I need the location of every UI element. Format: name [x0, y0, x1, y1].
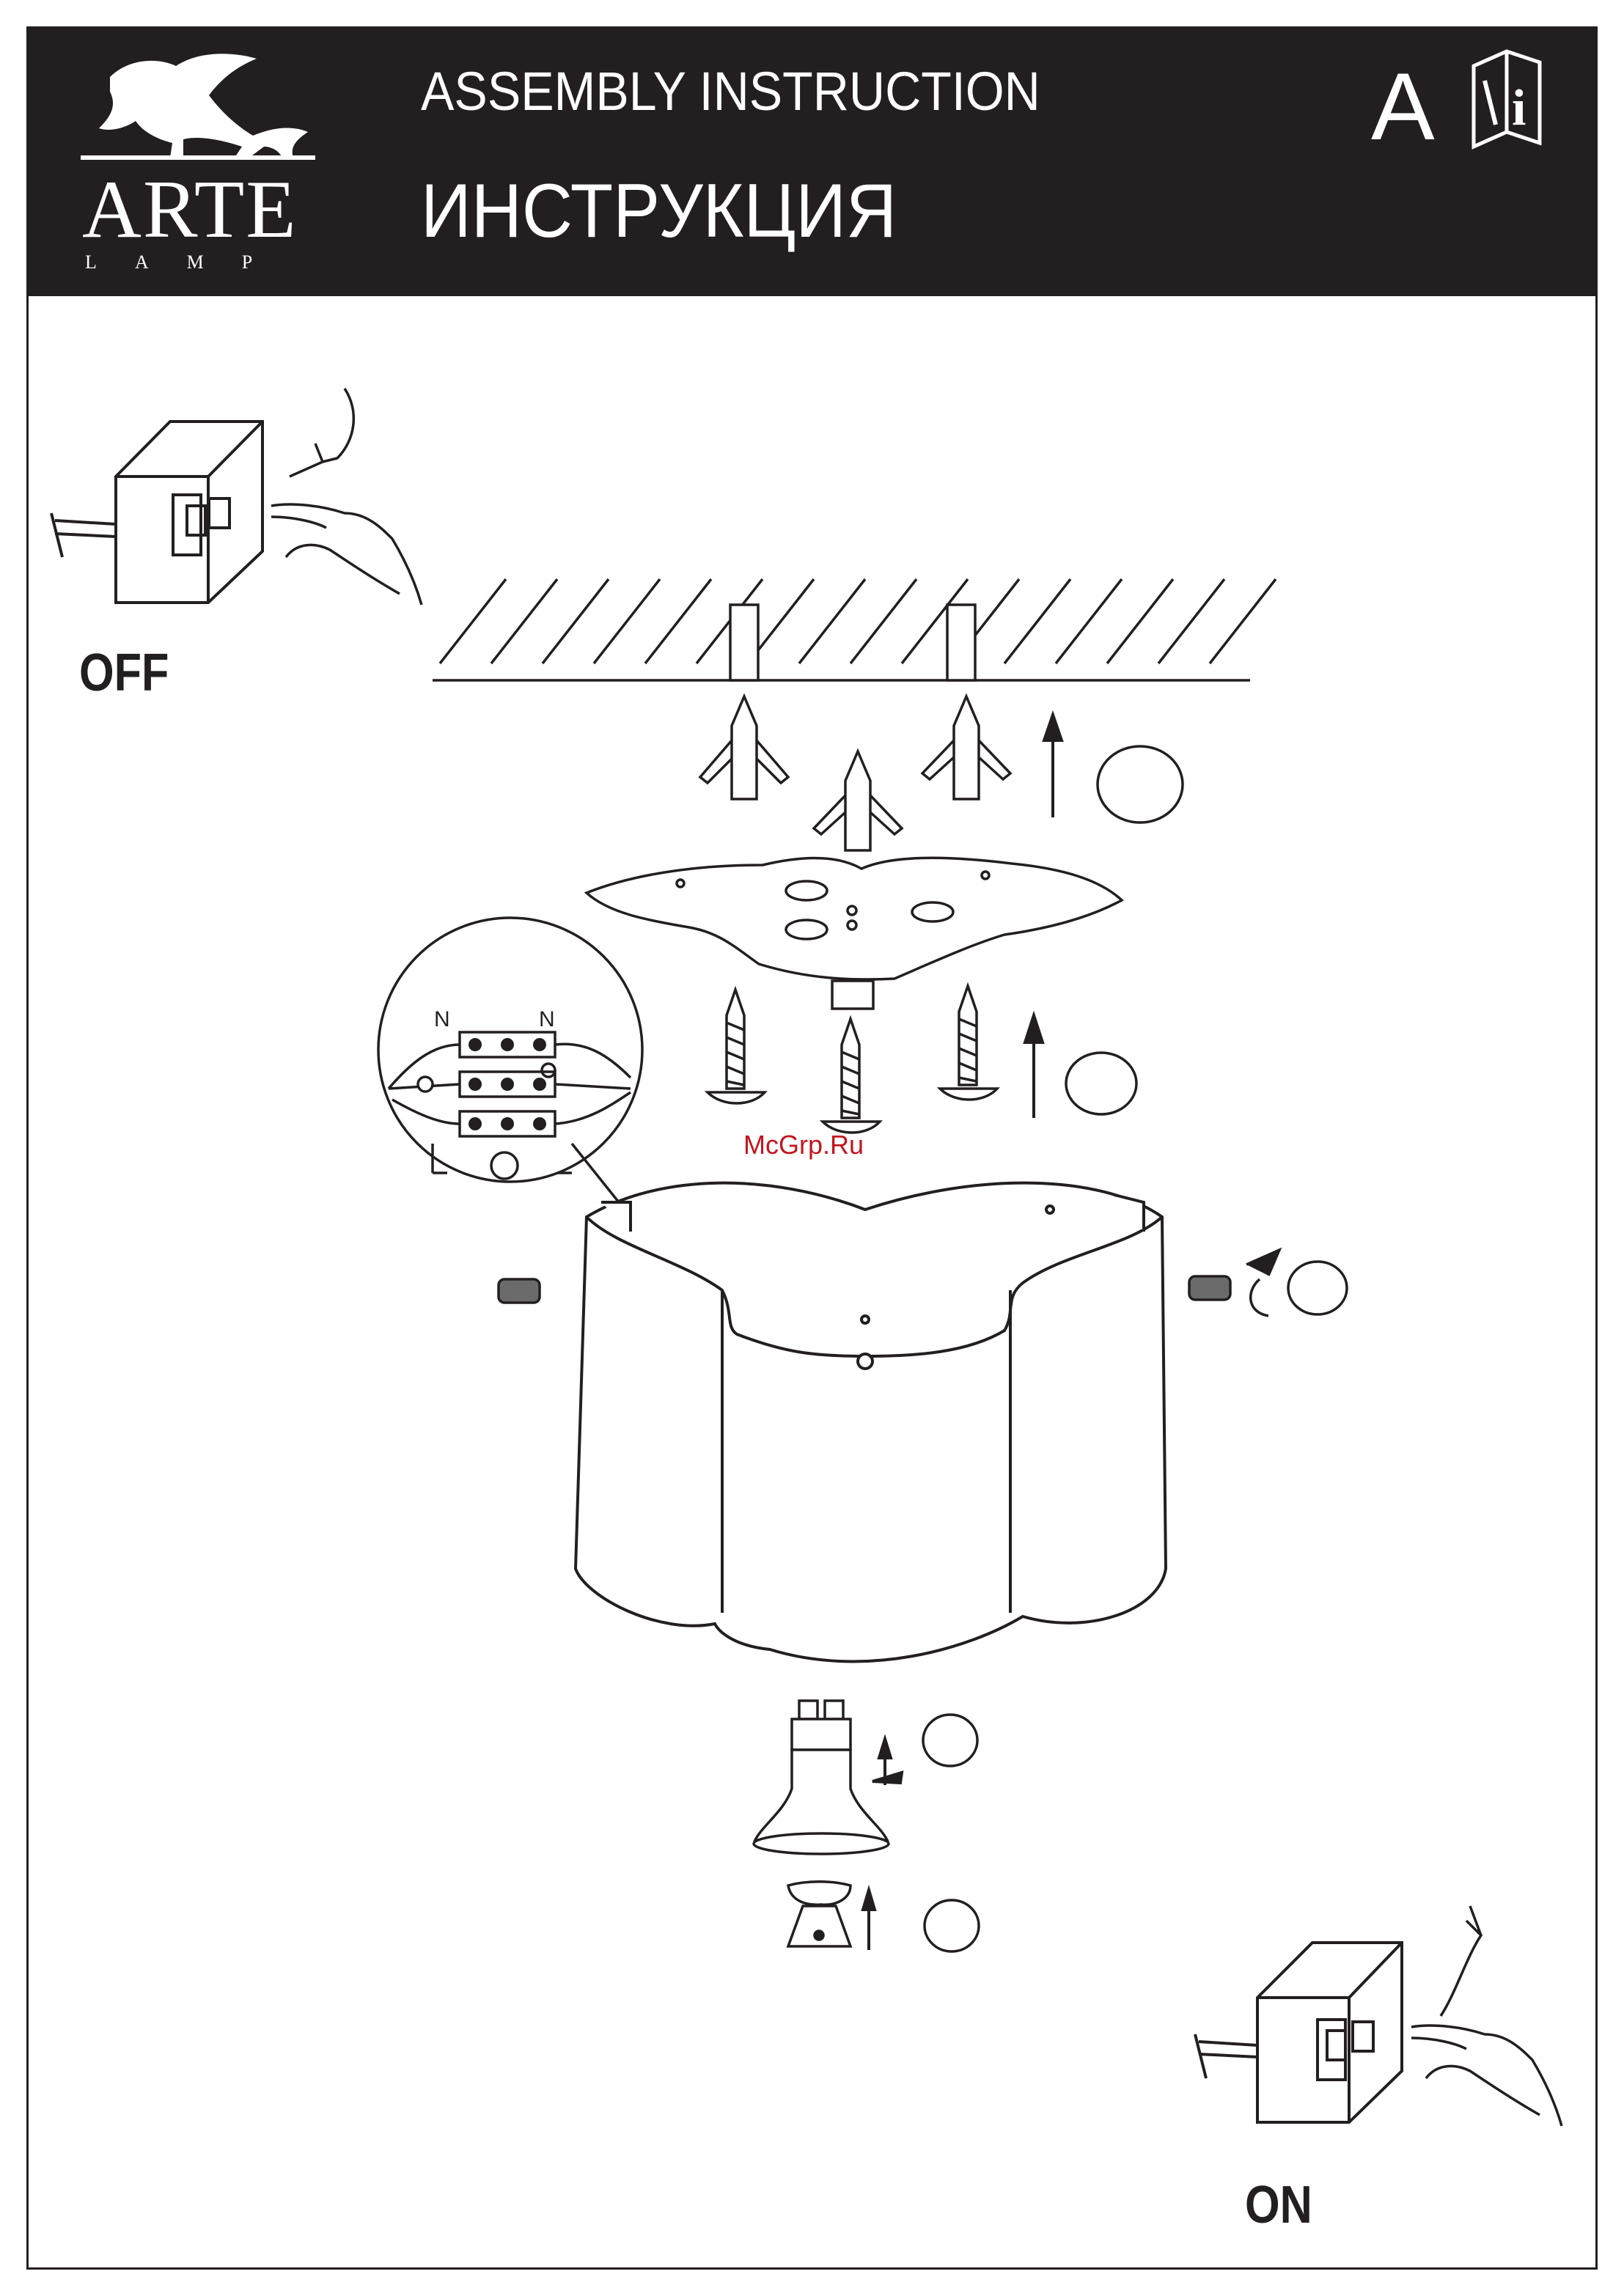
step-circle-3: [1288, 1262, 1347, 1314]
screw-center: [823, 1019, 880, 1133]
switch-box-on: [1195, 1943, 1402, 2122]
switch-box-off: [51, 422, 262, 603]
arrow-up-plugs-icon: [1044, 715, 1062, 817]
mounting-plate: [587, 858, 1122, 1009]
svg-text:i: i: [1512, 80, 1526, 136]
hand-on-icon: [1411, 1906, 1562, 2126]
lamp-body: [576, 1183, 1166, 1662]
wall-plug-left: [700, 696, 788, 799]
terminal-letter-left: N: [434, 1007, 450, 1031]
wiring-detail: [378, 918, 642, 1217]
screw-right: [940, 986, 997, 1100]
title-russian: ИНСТРУКЦИЯ: [421, 173, 897, 249]
switch-on-label: ON: [1245, 2179, 1312, 2231]
step-circle-2: [1066, 1053, 1136, 1114]
screw-left: [708, 990, 765, 1103]
side-pin-left: [499, 1279, 540, 1303]
wall-plug-center: [814, 751, 902, 850]
hand-off-icon: [271, 389, 422, 605]
watermark-text: McGrp.Ru: [743, 1132, 864, 1158]
switch-off-label: OFF: [79, 647, 169, 699]
step-circle-1: [1098, 746, 1183, 823]
rotate-arrow-icon: [1246, 1250, 1279, 1316]
instruction-booklet-icon: i: [1474, 51, 1540, 147]
arrow-up-screws-icon: [1025, 1015, 1043, 1118]
title-english: ASSEMBLY INSTRUCTION: [421, 65, 1040, 119]
ceiling: [433, 579, 1276, 680]
brand-subtitle: LAMP: [85, 253, 290, 272]
brand-name: ARTE: [82, 169, 298, 251]
side-pin-right: [1189, 1276, 1230, 1300]
arrow-cap-icon: [863, 1890, 875, 1950]
step-circle-5: [925, 1900, 979, 1951]
terminal-letter-right: N: [539, 1007, 555, 1031]
arrow-bulb-icon: [872, 1739, 902, 1785]
instruction-mark: A: [1371, 59, 1435, 154]
step-circle-4: [923, 1715, 977, 1766]
brand-logo-griffin: [81, 54, 315, 160]
gu10-bulb: [754, 1701, 889, 1854]
bottom-cap: [788, 1882, 850, 1946]
wall-plug-right: [922, 696, 1010, 799]
